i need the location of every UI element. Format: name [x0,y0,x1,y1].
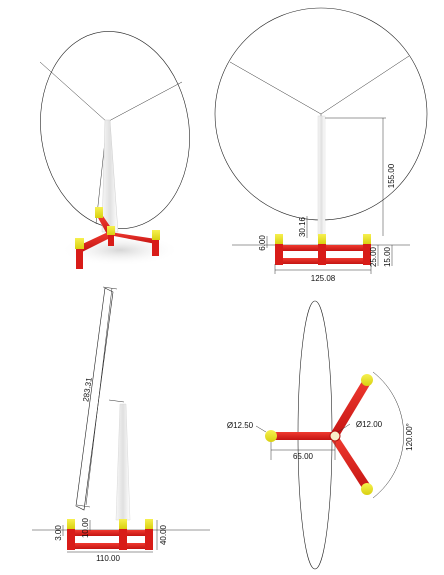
side-dim-283-ext-top [102,286,118,290]
perspective-leg-center [108,234,114,246]
top-dim-dia-center-leader [337,423,351,433]
top-arm-upper-right [332,378,371,438]
front-leg-center [318,241,326,265]
perspective-cap-back [95,207,103,218]
side-dim-10: 10.00 [81,517,90,538]
perspective-cap-center [107,226,115,235]
top-dim-dia-center: Ø12.00 [356,420,383,429]
perspective-cap-right [152,230,160,240]
side-dim-40: 40.00 [159,524,168,545]
front-dim-6: 6.00 [258,235,267,251]
side-frame-bar [67,530,153,536]
perspective-arm-right [110,232,156,244]
front-dim-30: 30.16 [298,216,307,237]
perspective-pole [101,119,119,233]
side-cap-center [119,519,127,529]
top-view: Ø12.50 Ø12.00 65.00 120.00° [227,300,414,570]
side-dim-3: 3.00 [54,525,63,541]
perspective-leg-right [152,240,159,256]
side-cap-left [67,519,75,529]
side-pole [115,403,131,521]
top-cap-left [265,430,277,442]
side-leg-left [67,526,75,550]
side-dim-283-ext-bottom [76,504,91,508]
side-frame-bar-lower [67,543,153,549]
side-dim-283: 283.31 [81,376,93,402]
perspective-arm-left [76,232,114,252]
perspective-view [39,31,190,269]
front-cap-center [318,234,326,244]
front-cap-right [363,234,371,244]
perspective-disc [40,31,190,229]
top-arm-lower-right [332,436,371,491]
perspective-disc-spoke-1 [39,61,108,123]
top-dim-dia-left: Ø12.50 [227,421,254,430]
front-dim-15: 15.00 [383,246,392,267]
front-disc-spoke-2 [320,55,410,115]
perspective-disc-spoke-2 [106,81,183,123]
top-dim-65: 65.00 [293,452,314,461]
front-leg-right [363,241,371,265]
top-dim-dia-left-leader [255,425,267,433]
front-leg-left [275,241,283,265]
side-dim-110: 110.00 [96,554,120,563]
side-disc-center [108,399,125,403]
side-leg-center [119,526,127,550]
front-pole [317,115,326,237]
side-dim-283-line [85,287,113,506]
top-hub [329,430,341,442]
front-dim-25: 25.00 [369,246,378,267]
side-view: 283.31 3.00 10.00 40.00 110.00 [32,286,210,563]
front-dim-125: 125.08 [311,274,336,283]
front-disc-spoke-1 [229,61,322,115]
perspective-leg-left [76,247,83,269]
top-cap-upper-right [361,374,373,386]
front-cap-left [275,234,283,244]
side-disc [75,287,114,511]
side-leg-right [145,526,153,550]
perspective-cap-left [75,238,84,249]
top-arm-left [272,432,335,440]
side-cap-right [145,519,153,529]
top-cap-lower-right [361,483,373,495]
front-view: 155.00 30.16 6.00 25.00 15.00 125.08 [214,7,428,283]
top-dim-angle: 120.00° [405,423,414,451]
front-dim-155: 155.00 [387,163,396,188]
top-dim-angle-arc [372,371,404,499]
